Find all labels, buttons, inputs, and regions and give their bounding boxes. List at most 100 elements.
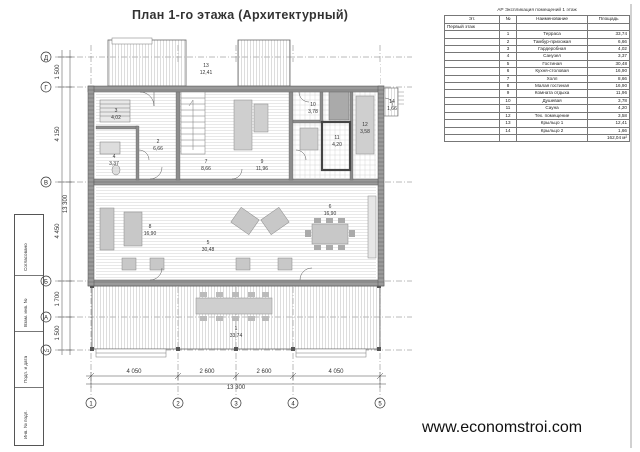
room-6-area: 16,90 bbox=[324, 211, 337, 217]
schedule-total-empty bbox=[499, 133, 517, 143]
hall-furniture bbox=[233, 95, 375, 155]
schedule-room-name: Гостиная bbox=[515, 59, 589, 69]
schedule-room-area: 3,37 bbox=[587, 52, 630, 61]
schedule-room-area: 6,66 bbox=[587, 37, 630, 47]
title-block-stamp: Согласовано Взам. инв. № Подп. и дата Ин… bbox=[14, 214, 44, 446]
axis-label-3: 3 bbox=[234, 402, 238, 408]
dim-left-1: 1 500 bbox=[55, 64, 61, 80]
stamp-text-agreed: Согласовано bbox=[23, 243, 28, 271]
room-9-area: 11,96 bbox=[256, 166, 268, 172]
schedule-room-num: 10 bbox=[499, 96, 517, 106]
schedule-room-name: Сауна bbox=[515, 104, 589, 113]
room-14-num: 14 bbox=[389, 99, 395, 105]
room-2-num: 2 bbox=[157, 139, 160, 145]
schedule-floor-row: Первый этаж bbox=[443, 22, 630, 32]
staircase bbox=[180, 91, 206, 155]
schedule-header-row: Эт. № Наименование Площадь bbox=[443, 15, 630, 24]
room-schedule-table: АР Экспликация помещений 1 этаж Эт. № На… bbox=[443, 8, 630, 143]
terrace-furniture bbox=[195, 292, 273, 321]
interior-bearing-wall bbox=[93, 178, 379, 186]
living-furniture bbox=[99, 206, 293, 271]
stamp-text-replace: Взам. инв. № bbox=[23, 298, 28, 327]
schedule-room-area: 16,90 bbox=[587, 67, 630, 76]
schedule-floor-cell bbox=[443, 111, 501, 121]
room-10-num: 10 bbox=[310, 102, 316, 108]
stamp-cell-3: Подп. и дата bbox=[15, 331, 43, 388]
website-watermark: www.economstroi.com bbox=[422, 419, 583, 436]
axis-label-B: Б bbox=[44, 280, 48, 286]
schedule-caption: АР Экспликация помещений 1 этаж bbox=[497, 8, 577, 13]
schedule-room-num: 14 bbox=[499, 126, 517, 135]
axis-label-A1: А/1 bbox=[43, 348, 50, 353]
schedule-room-name: Гардеробная bbox=[515, 45, 589, 54]
schedule-room-name: Крыльцо 2 bbox=[515, 126, 589, 135]
stove-block bbox=[328, 91, 350, 121]
schedule-room-area: 16,90 bbox=[587, 82, 630, 91]
schedule-room-num: 1 bbox=[499, 30, 517, 39]
schedule-room-area: 33,74 bbox=[587, 30, 630, 39]
schedule-floor-cell bbox=[443, 30, 501, 39]
schedule-floor-cell bbox=[443, 67, 501, 76]
dim-bottom-3: 2 600 bbox=[256, 369, 272, 375]
sauna-walls bbox=[320, 120, 352, 172]
room-2-area: 6,66 bbox=[153, 146, 163, 152]
schedule-floor-cell bbox=[443, 52, 501, 61]
schedule-room-num: 7 bbox=[499, 74, 517, 84]
schedule-total-area: 162,04 м² bbox=[587, 133, 630, 143]
room-1-num: 1 bbox=[235, 326, 238, 332]
porch-steps bbox=[111, 37, 153, 45]
schedule-total-row: 162,04 м² bbox=[443, 133, 630, 143]
schedule-room-num: 13 bbox=[499, 119, 517, 128]
dim-bottom-2: 2 600 bbox=[199, 369, 215, 375]
schedule-room-num: 8 bbox=[499, 82, 517, 91]
room-5-num: 5 bbox=[207, 240, 210, 246]
dim-left-3: 4 450 bbox=[55, 223, 61, 239]
schedule-room-num: 6 bbox=[499, 67, 517, 76]
porch-13 bbox=[107, 39, 187, 87]
schedule-floor-cell bbox=[443, 59, 501, 69]
schedule-room-area: 4,20 bbox=[587, 104, 630, 113]
room-7-num: 7 bbox=[205, 159, 208, 165]
room-5-area: 30,48 bbox=[202, 247, 215, 253]
schedule-room-name: Крыльцо 1 bbox=[515, 119, 589, 128]
schedule-room-area: 4,02 bbox=[587, 45, 630, 54]
schedule-room-area: 1,66 bbox=[587, 126, 630, 135]
room-4-area: 3,37 bbox=[109, 161, 119, 167]
axis-label-2: 2 bbox=[176, 402, 180, 408]
schedule-floor-cell bbox=[443, 119, 501, 128]
schedule-total-empty bbox=[443, 133, 501, 143]
room-12-area: 3,58 bbox=[360, 129, 370, 135]
schedule-floor-cell bbox=[443, 96, 501, 106]
axis-label-V: В bbox=[44, 181, 48, 187]
doors bbox=[138, 91, 394, 281]
schedule-room-num: 12 bbox=[499, 111, 517, 121]
schedule-floor-cell bbox=[443, 126, 501, 135]
drawing-title: План 1-го этажа (Архитектурный) bbox=[132, 8, 349, 22]
dimension-lines bbox=[58, 50, 386, 388]
axis-bubbles-left bbox=[40, 51, 52, 356]
schedule-room-area: 11,96 bbox=[587, 89, 630, 98]
schedule-room-num: 4 bbox=[499, 52, 517, 61]
porch-14-steps bbox=[398, 91, 404, 105]
room-9-num: 9 bbox=[261, 159, 264, 165]
dim-left-5: 1 500 bbox=[55, 325, 61, 341]
schedule-room-num: 9 bbox=[499, 89, 517, 98]
schedule-room-num: 2 bbox=[499, 37, 517, 47]
porch-deck-2 bbox=[237, 39, 291, 87]
front-steps bbox=[95, 348, 367, 358]
room-3-area: 4,02 bbox=[111, 115, 121, 121]
room-8-num: 8 bbox=[149, 224, 152, 230]
schedule-floor-cell bbox=[443, 74, 501, 84]
stamp-cell-4: Инв. № подл. bbox=[15, 387, 43, 443]
schedule-room-name: Кухня-столовая bbox=[515, 67, 589, 76]
axis-label-5: 5 bbox=[378, 402, 382, 408]
schedule-room-name: Холл bbox=[515, 74, 589, 84]
schedule-room-name: Малая гостиная bbox=[515, 82, 589, 91]
axis-label-4: 4 bbox=[291, 402, 295, 408]
schedule-floor-cell bbox=[443, 45, 501, 54]
